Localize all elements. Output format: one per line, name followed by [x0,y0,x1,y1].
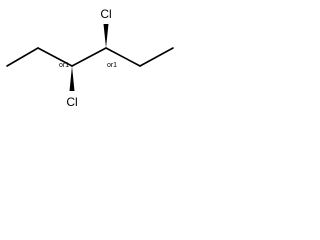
bond-c5-c6 [139,47,174,67]
bond-c3-c4 [71,47,107,67]
structure-canvas: Cl Cl or1 or1 [0,0,180,118]
wedge-bond-c3-cl [69,66,75,91]
stereo-label-left: or1 [59,62,69,69]
wedge-bond-c4-cl [103,24,109,48]
bond-c4-c5 [105,47,141,67]
atom-label-cl-top: Cl [100,7,111,21]
bond-c2-c3 [37,47,73,67]
stereo-label-right: or1 [107,62,117,69]
structure-diagram: Cl Cl or1 or1 [6,7,174,109]
bond-c1-c2 [6,47,39,67]
atom-label-cl-bottom: Cl [66,95,77,109]
